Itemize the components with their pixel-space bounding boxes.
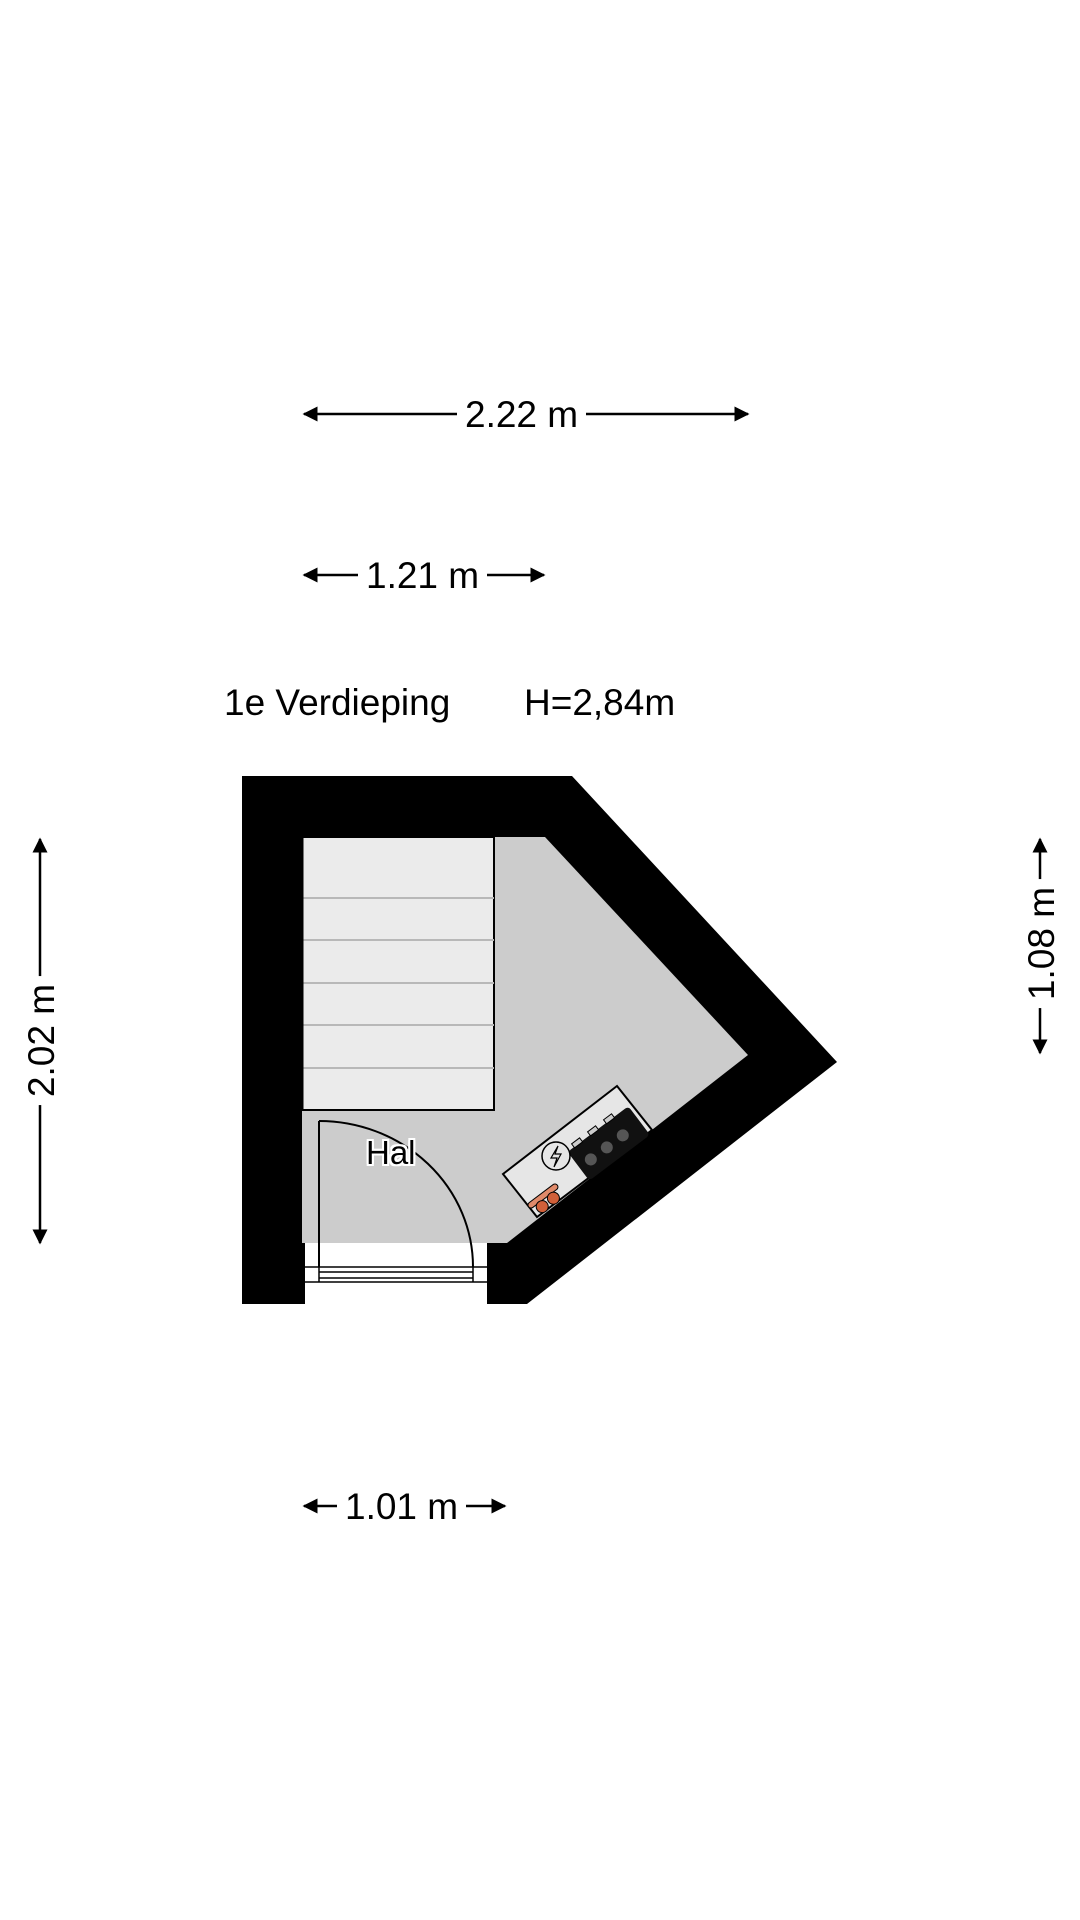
- door-swing-icon: [318, 1120, 474, 1268]
- dimension-label-left: 2.02 m: [21, 975, 62, 1106]
- stairs: [300, 836, 495, 1111]
- lightning-icon: [541, 1141, 571, 1171]
- door-threshold: [305, 1266, 487, 1283]
- floor-height: H=2,84m: [524, 682, 676, 723]
- electric-hob-icon: [569, 1107, 649, 1180]
- dimension-label-right: 1.08 m: [1021, 878, 1062, 1009]
- kitchen-counter: [501, 1084, 654, 1219]
- stove-knobs-icon: [527, 1183, 560, 1214]
- dimension-label-top-partial: 1.21 m: [358, 557, 488, 594]
- dimension-label-bottom: 1.01 m: [337, 1488, 467, 1525]
- room-label-hal: Hal: [366, 1134, 416, 1171]
- floor-name: 1e Verdieping: [224, 682, 451, 723]
- dimension-label-top-total: 2.22 m: [457, 396, 587, 433]
